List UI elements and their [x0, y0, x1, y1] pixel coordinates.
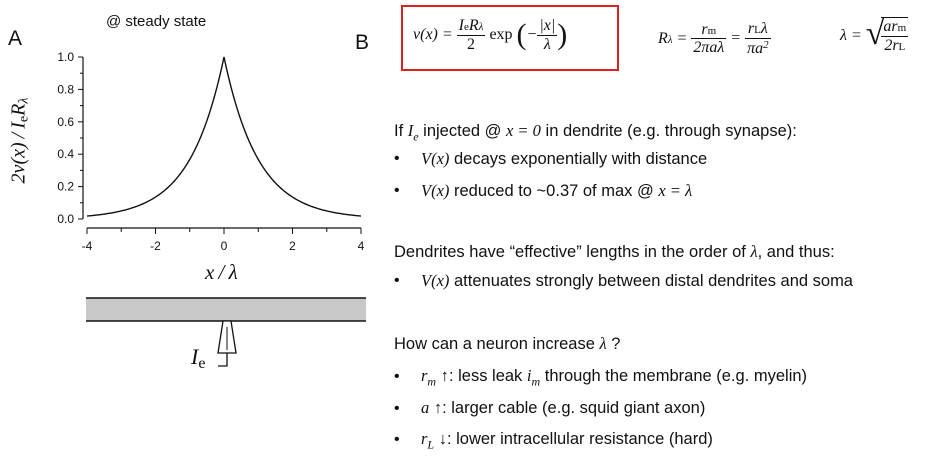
x-tick-label: 0	[221, 239, 228, 253]
decay-chart: 0.0 0.2 0.4 0.6 0.8 1.0 -4 -2 0 2 4	[57, 50, 365, 253]
bullet-rl: rL ↓: lower intracellular resistance (ha…	[421, 429, 713, 452]
x-tick-label: 4	[358, 239, 365, 253]
injection-intro: If Ie injected @ x = 0 in dendrite (e.g.…	[394, 121, 797, 144]
bullet-decays: V(x) decays exponentially with distance	[421, 149, 708, 168]
bullet-dot-6: •	[394, 431, 400, 448]
y-tick-label: 0.4	[57, 147, 74, 161]
bullet-rm: rm ↑: less leak im through the membrane …	[421, 366, 808, 389]
voltage-equation-box	[401, 5, 619, 71]
x-tick-label: -2	[150, 239, 161, 253]
bullet-attenuates: V(x) attenuates strongly between distal …	[421, 271, 853, 290]
x-axis-label: x / λ	[205, 260, 238, 284]
cable-diagram	[86, 297, 366, 367]
panel-a-label: A	[8, 27, 23, 50]
y-tick-label: 0.2	[57, 180, 74, 194]
y-ticks: 0.0 0.2 0.4 0.6 0.8 1.0	[57, 50, 83, 226]
chart-axes	[82, 57, 361, 229]
panel-b-label: B	[355, 31, 370, 54]
bullet-dot-4: •	[394, 368, 400, 385]
decay-curve	[86, 56, 362, 217]
bullet-dot-2: •	[394, 182, 400, 199]
dendrite-intro: Dendrites have “effective” lengths in th…	[394, 242, 835, 261]
bullet-dot-1: •	[394, 150, 400, 167]
y-tick-label: 0.8	[57, 82, 74, 96]
increase-question: How can a neuron increase λ ?	[394, 334, 621, 353]
x-ticks: -4 -2 0 2 4	[82, 228, 365, 253]
y-tick-label: 0.6	[57, 115, 74, 129]
cable	[86, 298, 366, 321]
bullet-a: a ↑: larger cable (e.g. squid giant axon…	[421, 398, 706, 417]
bullet-reduced: V(x) reduced to ~0.37 of max @ x = λ	[421, 181, 693, 200]
steady-state-caption: @ steady state	[106, 13, 207, 30]
bullet-dot-5: •	[394, 400, 400, 417]
electrode-current-label: Ie	[191, 344, 206, 372]
y-tick-label: 1.0	[57, 50, 74, 64]
x-tick-label: -4	[82, 239, 93, 253]
x-tick-label: 2	[289, 239, 296, 253]
bullet-dot-3: •	[394, 272, 400, 289]
electrode-icon	[217, 320, 237, 367]
y-tick-label: 0.0	[57, 212, 74, 226]
